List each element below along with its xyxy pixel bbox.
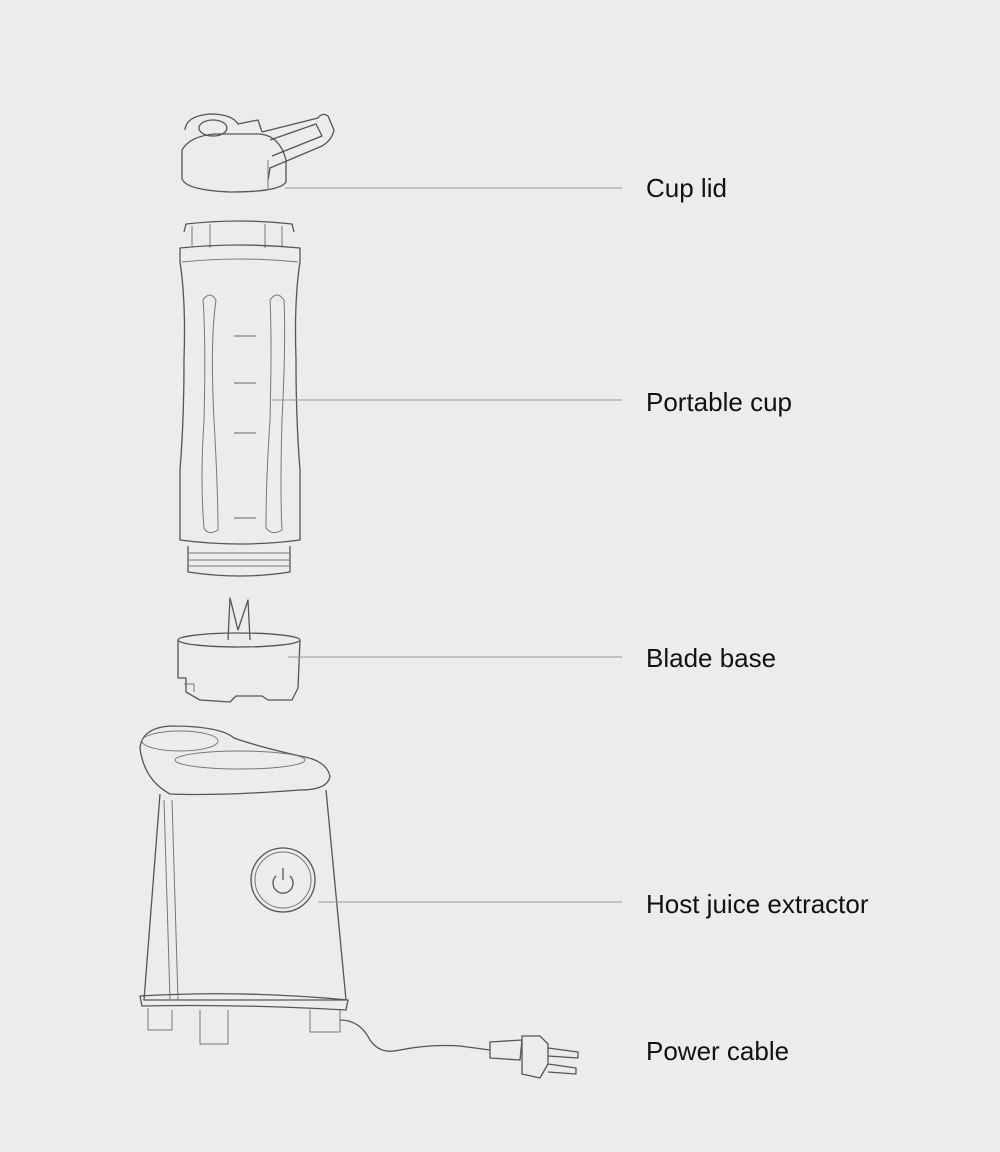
host-juice-extractor-drawing [139,725,579,1079]
blade-base-drawing [177,597,301,703]
label-host-juice-extractor: Host juice extractor [646,889,869,919]
label-blade-base: Blade base [646,643,777,673]
cup-lid-drawing [181,113,335,193]
label-portable-cup: Portable cup [646,387,792,417]
portable-cup-drawing [179,220,301,577]
power-symbol-icon [272,875,294,894]
label-power-cable: Power cable [646,1036,790,1066]
label-cup-lid: Cup lid [646,173,727,203]
